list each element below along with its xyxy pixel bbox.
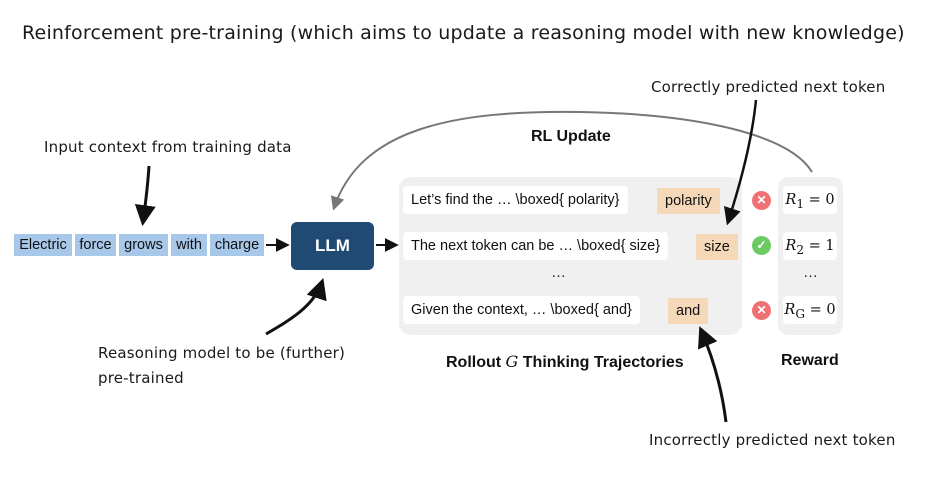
input-token: charge [210, 234, 264, 256]
rollout-caption-var: G [505, 352, 519, 371]
reward-ellipsis: … [803, 264, 818, 281]
reward-caption: Reward [781, 352, 839, 369]
figure-title: Reinforcement pre-training (which aims t… [22, 22, 905, 44]
input-token: force [75, 234, 116, 256]
input-token: with [171, 234, 207, 256]
correct-check-icon: ✓ [752, 236, 771, 255]
reward-equation: = 0 [804, 192, 835, 208]
correct-token-arrow [723, 99, 758, 226]
reward-subscript: G [795, 306, 805, 321]
rollout-caption: Rollout G Thinking Trajectories [446, 352, 684, 372]
incorrect-token-annotation: Incorrectly predicted next token [649, 431, 896, 449]
input-token: grows [119, 234, 168, 256]
rollout-text: Let’s find the … \boxed{ polarity} [403, 186, 628, 214]
reasoning-model-annotation-line1: Reasoning model to be (further) [98, 344, 346, 362]
reward-symbol: R [785, 238, 797, 254]
incorrect-x-icon: ✕ [752, 191, 771, 210]
rollout-caption-suffix: Thinking Trajectories [518, 354, 684, 371]
llm-block: LLM [291, 222, 374, 270]
reward-symbol: R [784, 302, 796, 318]
rl-update-arrow [330, 110, 813, 211]
reward-value: RG = 0 [783, 296, 837, 324]
predicted-token: size [696, 234, 738, 260]
reward-value: R1 = 0 [783, 186, 837, 214]
rollout-text: Given the context, … \boxed{ and} [403, 296, 640, 324]
predicted-token: and [668, 298, 709, 324]
reward-symbol: R [785, 192, 797, 208]
reasoning-model-arrow [265, 278, 327, 336]
rl-update-label: RL Update [531, 128, 611, 145]
rollout-caption-prefix: Rollout [446, 354, 506, 371]
incorrect-token-arrow [698, 326, 728, 423]
input-context-arrow [134, 165, 156, 227]
reward-subscript: 1 [796, 196, 804, 211]
predicted-token: polarity [657, 188, 720, 214]
reward-value: R2 = 1 [783, 232, 837, 260]
incorrect-x-icon: ✕ [752, 301, 771, 320]
correct-token-annotation: Correctly predicted next token [651, 78, 886, 96]
rollout-text: The next token can be … \boxed{ size} [403, 232, 669, 260]
reward-equation: = 0 [804, 302, 836, 318]
input-context-annotation: Input context from training data [44, 138, 292, 156]
reasoning-model-annotation-line2: pre-trained [98, 369, 184, 387]
reward-equation: = 1 [804, 238, 835, 254]
input-token: Electric [14, 234, 72, 256]
reward-subscript: 2 [796, 242, 804, 257]
rollout-ellipsis: … [551, 264, 566, 281]
